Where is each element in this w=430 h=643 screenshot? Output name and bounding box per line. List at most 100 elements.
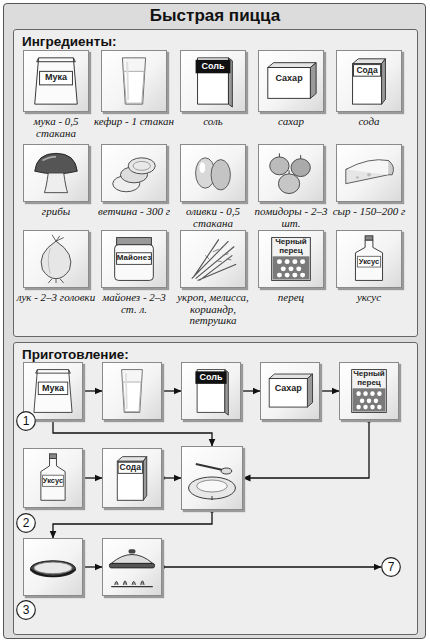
tile-frame <box>102 362 162 420</box>
callout-circle <box>17 412 36 431</box>
tile-frame <box>101 50 167 112</box>
package-label: Майонез <box>117 254 151 263</box>
ingredient-tile: Сода <box>102 448 162 508</box>
caption-holder: сахар <box>251 116 331 128</box>
callout-circle: 2 <box>16 513 36 533</box>
tile-frame <box>181 446 243 510</box>
ingredient-tile: помидоры - 2–3 шт. <box>258 144 324 229</box>
caption-holder: уксус <box>329 292 409 304</box>
tile-frame <box>180 144 246 202</box>
ingredient-tile: Уксусуксус <box>336 230 402 304</box>
panel-heading: Ингредиенты: <box>22 34 417 50</box>
caption-holder: майонез - 2–3 ст. л. <box>94 292 174 315</box>
tile-frame <box>23 230 89 288</box>
flow-arrow <box>53 420 212 446</box>
callout-circle <box>17 601 36 620</box>
ingredient-caption: лук - 2–3 головки <box>16 292 96 304</box>
ingredient-caption: соль <box>173 116 253 128</box>
ingredient-caption: укроп, мелисса, кориандр, петрушка <box>173 292 253 327</box>
callout-circle <box>17 514 36 533</box>
package-label: Черный перец <box>273 238 310 255</box>
flow-arrow <box>83 566 102 567</box>
tile-frame: Майонез <box>101 230 167 288</box>
ingredient-tile: грибы <box>23 144 89 218</box>
callout-circle: 3 <box>16 600 36 620</box>
ingredient-tile <box>102 538 162 596</box>
ingredient-caption: помидоры - 2–3 шт. <box>251 206 331 229</box>
caption-holder: ветчина - 300 г <box>94 206 174 218</box>
ingredient-caption: майонез - 2–3 ст. л. <box>94 292 174 315</box>
package-label: Мука <box>42 384 64 394</box>
olives-icon <box>184 148 242 198</box>
ingredient-tile: Уксус <box>23 448 83 508</box>
glass-icon <box>105 54 163 108</box>
tile-frame: Сода <box>102 448 162 508</box>
package-label: Сахар <box>275 384 302 394</box>
tile-frame: Мука <box>23 50 89 112</box>
glass-icon <box>106 366 158 416</box>
package-label-slot: Сахар <box>270 384 306 395</box>
ingredient-tile: кефир - 1 стакан <box>101 50 167 128</box>
tile-frame: Сода <box>336 50 402 112</box>
callout-number: 3 <box>16 600 36 620</box>
callout-circle <box>382 558 401 577</box>
box-icon <box>340 54 398 108</box>
package-label-slot: Уксус <box>357 256 380 267</box>
caption-holder: перец <box>251 292 331 304</box>
ingredient-caption: оливки - 0,5 стакана <box>173 206 253 229</box>
package-label: Соль <box>199 373 222 383</box>
package-label-slot: Сода <box>354 65 381 77</box>
package-label: Сахар <box>276 74 303 84</box>
ingredient-tile: Черный перец <box>339 362 399 420</box>
package-label-slot: Мука <box>38 382 67 395</box>
ingredient-tile: Содасода <box>336 50 402 128</box>
package-label-slot: Черный перец <box>353 370 386 387</box>
callout-number: 1 <box>16 411 36 431</box>
flow-arrow <box>243 420 369 478</box>
panel-box: Приготовление:МукаСольСахарЧерный перец1… <box>13 342 418 635</box>
ingredient-caption: мука - 0,5 стакана <box>16 116 96 139</box>
title-band: Быстрая пицца <box>0 6 430 26</box>
ingredient-tile: Черный перецперец <box>258 230 324 304</box>
mush-icon <box>27 148 85 198</box>
caption-holder: мука - 0,5 стакана <box>16 116 96 139</box>
tile-frame <box>336 144 402 202</box>
tile-frame: Сахар <box>260 362 320 420</box>
caption-holder: лук - 2–3 головки <box>16 292 96 304</box>
ingredient-tile: ветчина - 300 г <box>101 144 167 218</box>
diagram-title: Быстрая пицца <box>0 6 430 26</box>
tile-frame: Соль <box>180 50 246 112</box>
caption-holder: укроп, мелисса, кориандр, петрушка <box>173 292 253 327</box>
tile-frame <box>102 538 162 596</box>
flow-arrow <box>162 566 381 567</box>
package-label: Мука <box>45 73 67 83</box>
tile-frame <box>23 538 83 596</box>
ingredient-tile <box>181 446 243 510</box>
bowl-icon <box>185 450 239 506</box>
ingredient-caption: сахар <box>251 116 331 128</box>
tile-frame <box>23 144 89 202</box>
ham-icon <box>105 148 163 198</box>
tile-frame: Уксус <box>336 230 402 288</box>
ingredient-tile: Мукамука - 0,5 стакана <box>23 50 89 139</box>
ingredient-tile: Мука <box>23 362 83 420</box>
flow-arrow <box>320 390 339 391</box>
onion-icon <box>27 234 85 284</box>
callout-circle: 7 <box>381 557 401 577</box>
tomato-icon <box>262 148 320 198</box>
package-label: Соль <box>201 62 224 72</box>
package-label-slot: Майонез <box>117 253 152 265</box>
caption-holder: помидоры - 2–3 шт. <box>251 206 331 229</box>
package-label-slot: Уксус <box>43 475 64 486</box>
ingredient-tile: укроп, мелисса, кориандр, петрушка <box>180 230 246 327</box>
tile-frame <box>180 230 246 288</box>
package-label: Сода <box>120 463 141 472</box>
callout-number: 2 <box>16 513 36 533</box>
flow-arrow <box>162 390 181 391</box>
ingredient-caption: сыр - 150–200 г <box>329 206 409 218</box>
ingredient-tile: Сахарсахар <box>258 50 324 128</box>
tile-frame: Соль <box>181 362 241 420</box>
package-label-slot: Соль <box>196 60 231 74</box>
caption-holder: оливки - 0,5 стакана <box>173 206 253 229</box>
cheese-icon <box>340 148 398 198</box>
